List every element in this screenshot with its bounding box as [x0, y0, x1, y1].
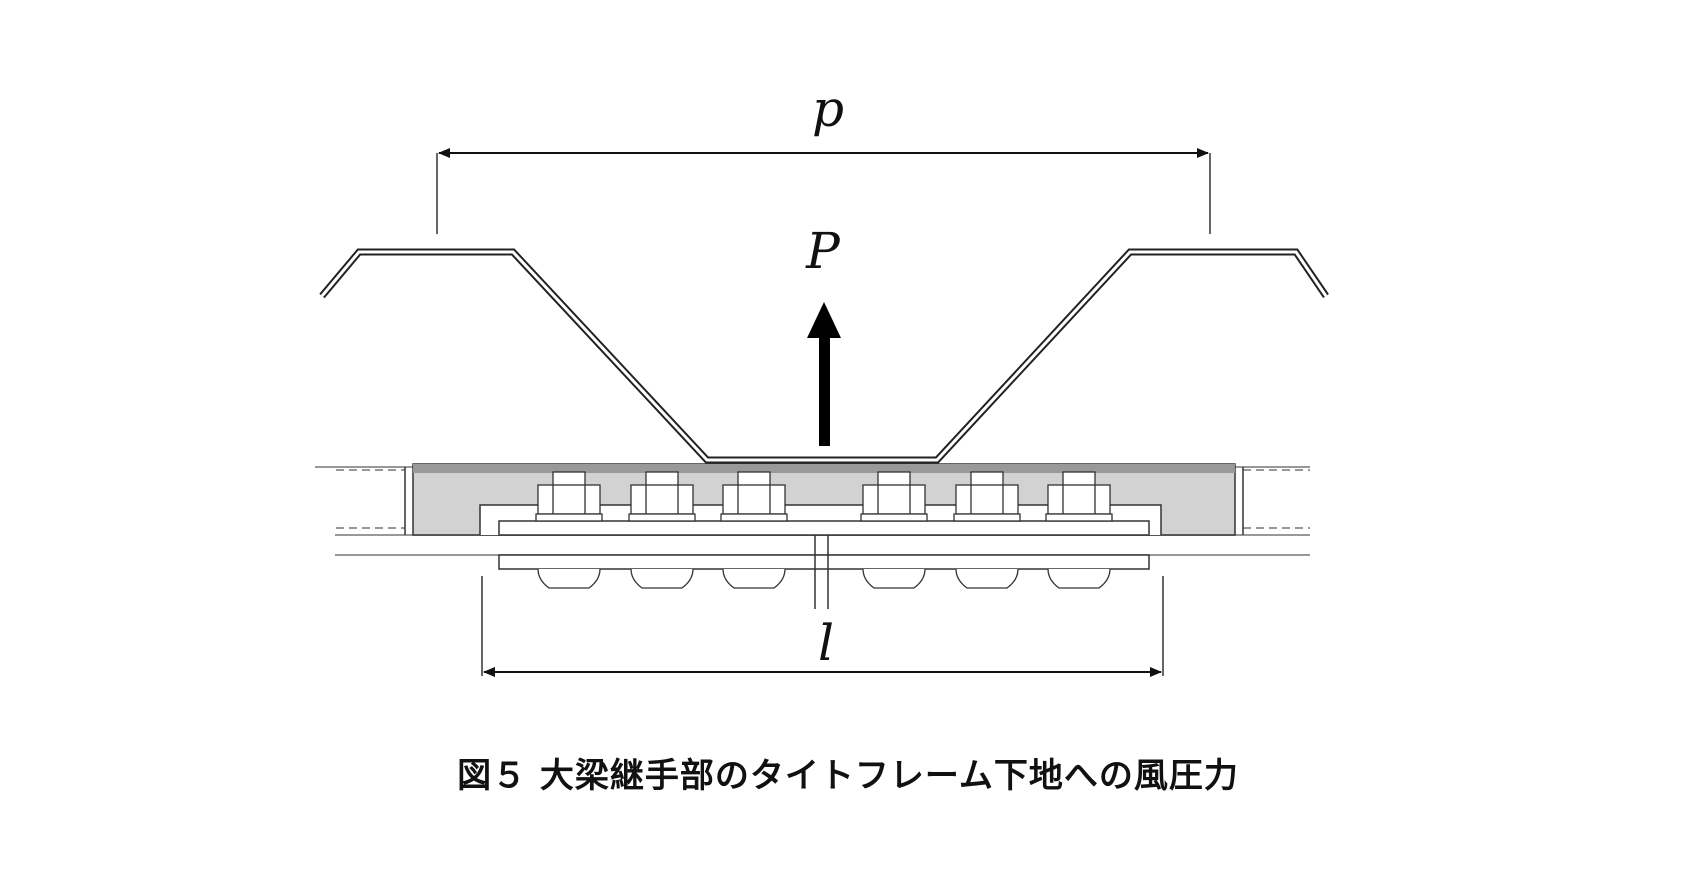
bolt-icon [1045, 471, 1113, 589]
figure-caption: 図５ 大梁継手部のタイトフレーム下地への風圧力 [457, 756, 1239, 796]
bolt-icon [860, 471, 928, 589]
bolts [535, 471, 1113, 589]
pitch-dimension: p [436, 80, 1211, 234]
bolt-icon [720, 471, 788, 589]
bolt-icon [628, 471, 696, 589]
bolt-icon [953, 471, 1021, 589]
pitch-label: p [812, 80, 844, 138]
length-label: l [818, 614, 834, 672]
length-dimension: l [481, 576, 1164, 677]
load-label: P [805, 222, 841, 280]
load-arrow-icon [807, 302, 841, 446]
lower-splice-plate [498, 554, 1150, 570]
upper-splice-plate [498, 520, 1150, 536]
bolt-icon [535, 471, 603, 589]
roof-deck [319, 248, 1329, 464]
joint-gap [814, 535, 829, 609]
